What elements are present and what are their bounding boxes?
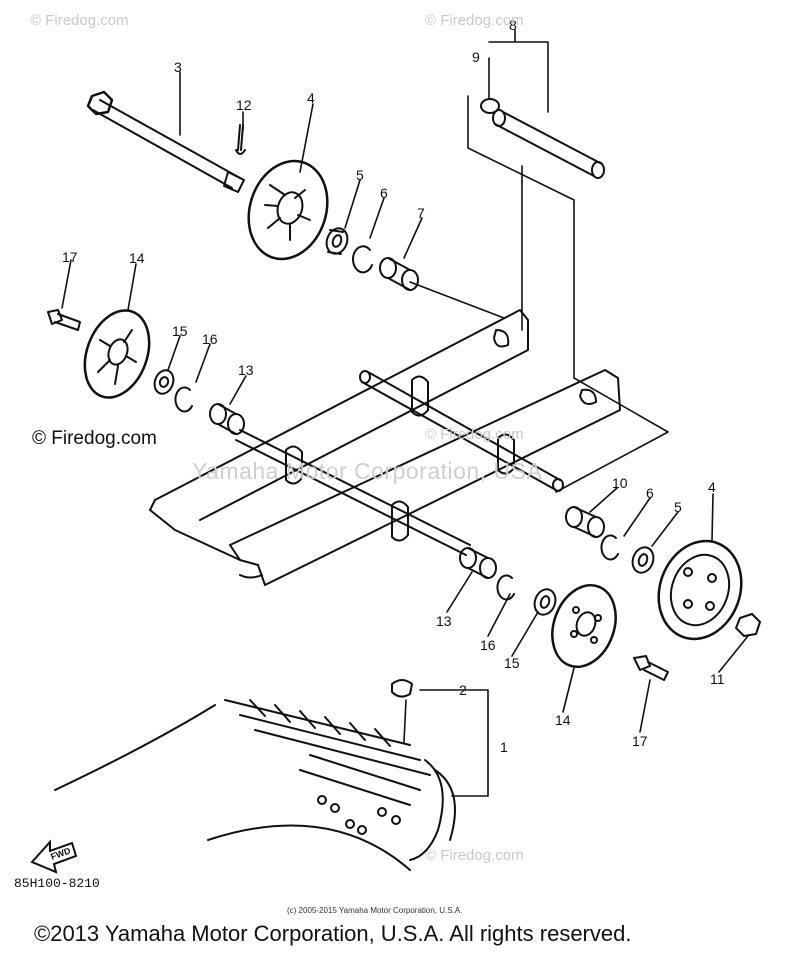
watermark-mid-left: © Firedog.com xyxy=(32,428,157,449)
callout-4-right: 4 xyxy=(708,479,716,495)
callout-5-upper: 5 xyxy=(356,167,364,183)
callout-15-right: 15 xyxy=(504,655,520,671)
callout-6-upper: 6 xyxy=(380,185,388,201)
bearing-right-part-5 xyxy=(631,546,655,574)
callout-14-right: 14 xyxy=(555,712,571,728)
callout-7: 7 xyxy=(417,205,425,221)
callout-13-left: 13 xyxy=(238,362,254,378)
collar-left-part-13 xyxy=(209,403,245,435)
idler-wheel-right-part-4 xyxy=(657,539,743,641)
bearing-left-part-15 xyxy=(153,369,175,395)
callout-9: 9 xyxy=(472,49,480,65)
circlip-right-part-16 xyxy=(496,574,515,601)
small-copyright: (c) 2005-2015 Yamaha Motor Corporation, … xyxy=(287,906,463,915)
callout-12: 12 xyxy=(236,97,252,113)
watermark-top-right: © Firedog.com xyxy=(425,12,524,29)
callout-8: 8 xyxy=(509,17,517,33)
watermark-bottom-right: © Firedog.com xyxy=(425,847,524,864)
collar-part-10 xyxy=(565,506,605,538)
callout-11: 11 xyxy=(710,671,725,687)
idler-wheel-upper-part-4 xyxy=(247,159,329,261)
callout-2: 2 xyxy=(459,682,467,698)
collar-right-part-13 xyxy=(459,547,497,579)
axle-shaft-part-3 xyxy=(86,90,245,193)
callout-16-left: 16 xyxy=(202,331,218,347)
clip-part-2 xyxy=(391,679,413,698)
callout-17-left: 17 xyxy=(62,249,78,265)
fwd-arrow-logo: FWD xyxy=(30,839,78,874)
shaft-part-8 xyxy=(492,109,605,179)
callout-1: 1 xyxy=(500,739,508,755)
bolt-right-part-17 xyxy=(633,655,669,681)
callout-17-right: 17 xyxy=(632,733,648,749)
nut-part-11 xyxy=(735,613,761,637)
footer-copyright: ©2013 Yamaha Motor Corporation, U.S.A. A… xyxy=(34,921,632,946)
suspension-frame xyxy=(149,309,621,586)
callout-10: 10 xyxy=(612,475,628,491)
circlip-upper-part-6 xyxy=(352,245,373,274)
callout-5-right: 5 xyxy=(674,499,682,515)
idler-wheel-left-part-14 xyxy=(83,309,151,399)
callout-16-right: 16 xyxy=(480,637,496,653)
callout-14-left: 14 xyxy=(129,250,145,266)
callout-3: 3 xyxy=(174,59,182,75)
collar-part-7 xyxy=(379,257,419,291)
leader-lines xyxy=(61,29,749,797)
washer-part-9 xyxy=(480,98,500,114)
callout-4-upper: 4 xyxy=(307,90,315,106)
callout-15-left: 15 xyxy=(172,323,188,339)
bearing-upper-part-5 xyxy=(325,227,349,255)
circlip-left-part-16 xyxy=(174,386,193,413)
idler-wheel-right-part-14 xyxy=(551,583,617,669)
track-part-1 xyxy=(54,699,456,871)
callout-13-right: 13 xyxy=(436,613,452,629)
bolt-left-part-17 xyxy=(47,309,81,331)
circlip-right-part-6 xyxy=(600,534,619,561)
bearing-right-part-15 xyxy=(533,588,557,616)
watermark-center-band: Yamaha Motor Corporation, USA xyxy=(192,458,543,484)
watermark-mid-center: © Firedog.com xyxy=(425,426,524,443)
callout-6-right: 6 xyxy=(646,485,654,501)
watermark-top-left: © Firedog.com xyxy=(30,12,129,29)
drawing-code: 85H100-8210 xyxy=(14,876,100,891)
